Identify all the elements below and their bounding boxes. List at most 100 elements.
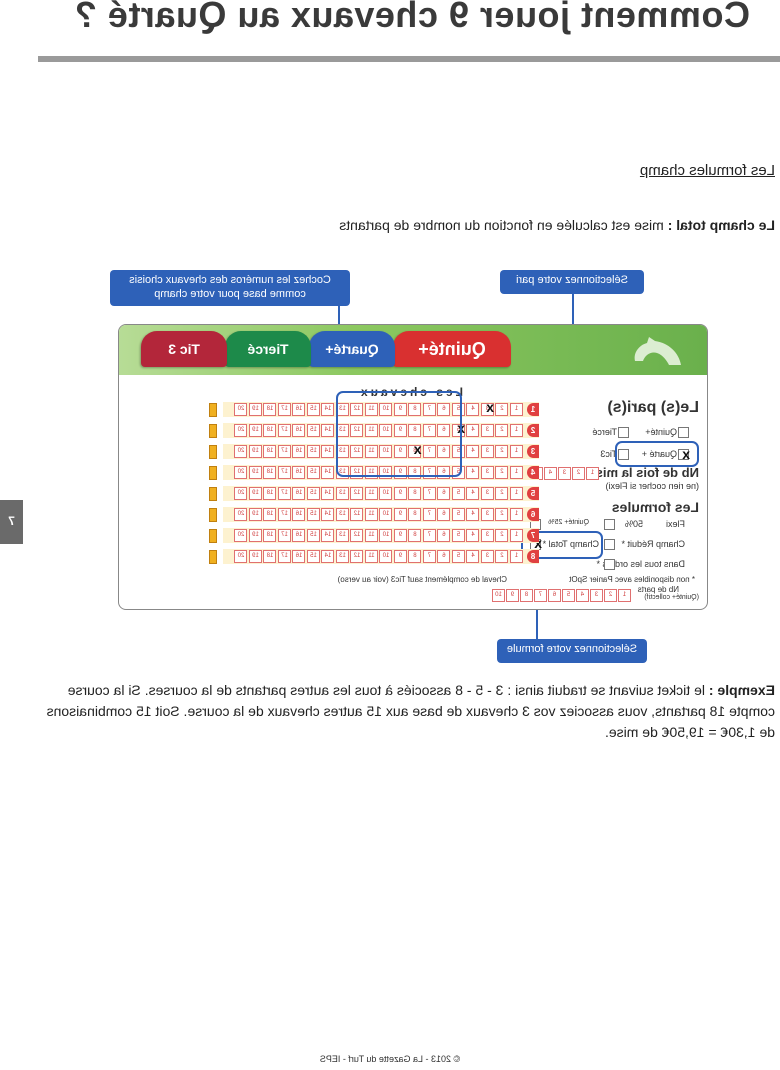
horse-number-cell: 19 (249, 529, 262, 542)
horse-number-cell: 2 (495, 529, 509, 542)
horse-number-cell: 16 (292, 508, 306, 521)
horse-number-cell: 1 (510, 445, 523, 458)
parts-number: 5 (562, 589, 575, 602)
horse-number-cell: 17 (278, 550, 291, 563)
parts-number: 2 (604, 589, 617, 602)
horse-number-cell: 12 (350, 550, 364, 563)
horse-number-cell: 2 (495, 487, 509, 500)
row-number: 3 (527, 445, 539, 458)
horse-number-cell: 19 (249, 508, 262, 521)
horse-number-cell: 2 (495, 508, 509, 521)
horse-number-cell: 4 (466, 466, 480, 479)
example-paragraph: Exemple : le ticket suivant se traduit a… (35, 680, 775, 743)
horse-number-cell: 18 (263, 487, 277, 500)
horse-number-cell: 5 (452, 529, 465, 542)
horse-number-cell: 14 (321, 403, 335, 416)
horse-number-cell: 20 (234, 424, 248, 437)
horse-number-cell: 18 (263, 403, 277, 416)
horse-number-cell: 14 (321, 445, 335, 458)
horse-number-cell: 19 (249, 550, 262, 563)
horse-number-cell: 3 (481, 508, 494, 521)
parts-number: 6 (548, 589, 561, 602)
row-number: 4 (527, 466, 539, 479)
tab-quinte: Quinté+ (393, 331, 511, 367)
chapter-tab: 7 (0, 500, 23, 544)
pari-tierce-label: Tiercé (592, 427, 617, 437)
formule-quinte-pct: Quinté+ 25% (548, 519, 589, 526)
horse-number-cell: 7 (423, 508, 436, 521)
horse-number-cell: 11 (365, 550, 378, 563)
horse-number-cell: 14 (321, 550, 335, 563)
horse-number-cell: 8 (408, 550, 422, 563)
row-tick (209, 487, 217, 501)
horse-number-cell: 18 (263, 466, 277, 479)
pari-quinte-label: Quinté+ (645, 427, 677, 437)
horse-number-cell: 4 (466, 508, 480, 521)
horse-number-cell: 12 (350, 529, 364, 542)
pari-tierce-checkbox (618, 427, 629, 438)
betting-ticket: Quinté+ Quarté+ Tiercé Tic 3 Le(s) pari(… (118, 324, 708, 610)
horse-number-cell: 13 (336, 487, 349, 500)
horse-number-cell: 20 (234, 445, 248, 458)
pari-quinte-checkbox (678, 427, 689, 438)
intro-text: mise est calculée en fonction du nombre … (339, 217, 668, 233)
horse-number-cell: 4 (466, 529, 480, 542)
horse-number-cell: 11 (365, 487, 378, 500)
horse-number-cell: 2 (495, 466, 509, 479)
horse-number-cell: 1 (510, 508, 523, 521)
horse-number-cell: 10 (379, 550, 393, 563)
horse-number-cell: 1 (510, 403, 523, 416)
intro-paragraph: Le champ total : mise est calculée en fo… (339, 217, 775, 233)
row-tick (209, 550, 217, 564)
horse-logo-icon (634, 337, 681, 365)
horse-number-cell: 18 (263, 529, 277, 542)
horse-number-cell: 18 (263, 424, 277, 437)
horse-number-cell: 4 (466, 550, 480, 563)
section-heading: Les formules champ (639, 162, 775, 179)
horse-number-cell: 15 (307, 403, 320, 416)
horse-number-cell: 19 (249, 466, 262, 479)
horse-number-cell: 14 (321, 424, 335, 437)
formule-flexi-checkbox (604, 519, 615, 530)
horse-number-cell: 15 (307, 445, 320, 458)
paris-heading: Le(s) pari(s) (607, 399, 699, 416)
horse-number-cell: 8 (408, 487, 422, 500)
formule-flexi-pct: 50% (624, 519, 643, 529)
horse-number-cell: 5 (452, 508, 465, 521)
note-non-dispo: * non disponibles avec Panier SpOt (569, 575, 695, 584)
page-title: Comment jouer 9 chevaux au Quarté ? (74, 0, 750, 35)
callout-select-pari: Sélectionnez votre pari (500, 270, 644, 294)
horse-number-cell: 20 (234, 487, 248, 500)
horse-number-cell: 10 (379, 529, 393, 542)
note-nb-parts: Nb de parts (637, 585, 679, 594)
horse-number-cell: 4 (466, 403, 480, 416)
example-bold: Exemple : (708, 682, 775, 698)
horse-number-cell: 11 (365, 529, 378, 542)
row-number: 7 (527, 529, 539, 542)
tab-quarte: Quarté+ (309, 331, 395, 367)
horse-number-cell: 8 (408, 508, 422, 521)
parts-number: 3 (590, 589, 603, 602)
horse-number-cell: 13 (336, 508, 349, 521)
page-footer: © 2013 - La Gazette du Turf - IEPS (319, 1054, 461, 1064)
horse-number-cell: 15 (307, 424, 320, 437)
row-tick (209, 445, 217, 459)
horse-number-cell: 5 (452, 487, 465, 500)
horse-number-cell: 2 (495, 445, 509, 458)
horse-number-cell: 18 (263, 550, 277, 563)
highlight-chevaux (336, 391, 462, 477)
horse-number-cell: 17 (278, 487, 291, 500)
horse-number-cell: 9 (394, 529, 407, 542)
horse-number-cell: 15 (307, 466, 320, 479)
parts-number: 1 (618, 589, 631, 602)
horse-number-cell: 16 (292, 445, 306, 458)
parts-number: 4 (576, 589, 589, 602)
row-tick (209, 529, 217, 543)
horse-selected-mark: x (486, 399, 494, 415)
horse-number-cell: 3 (481, 466, 494, 479)
horse-number-cell: 12 (350, 508, 364, 521)
